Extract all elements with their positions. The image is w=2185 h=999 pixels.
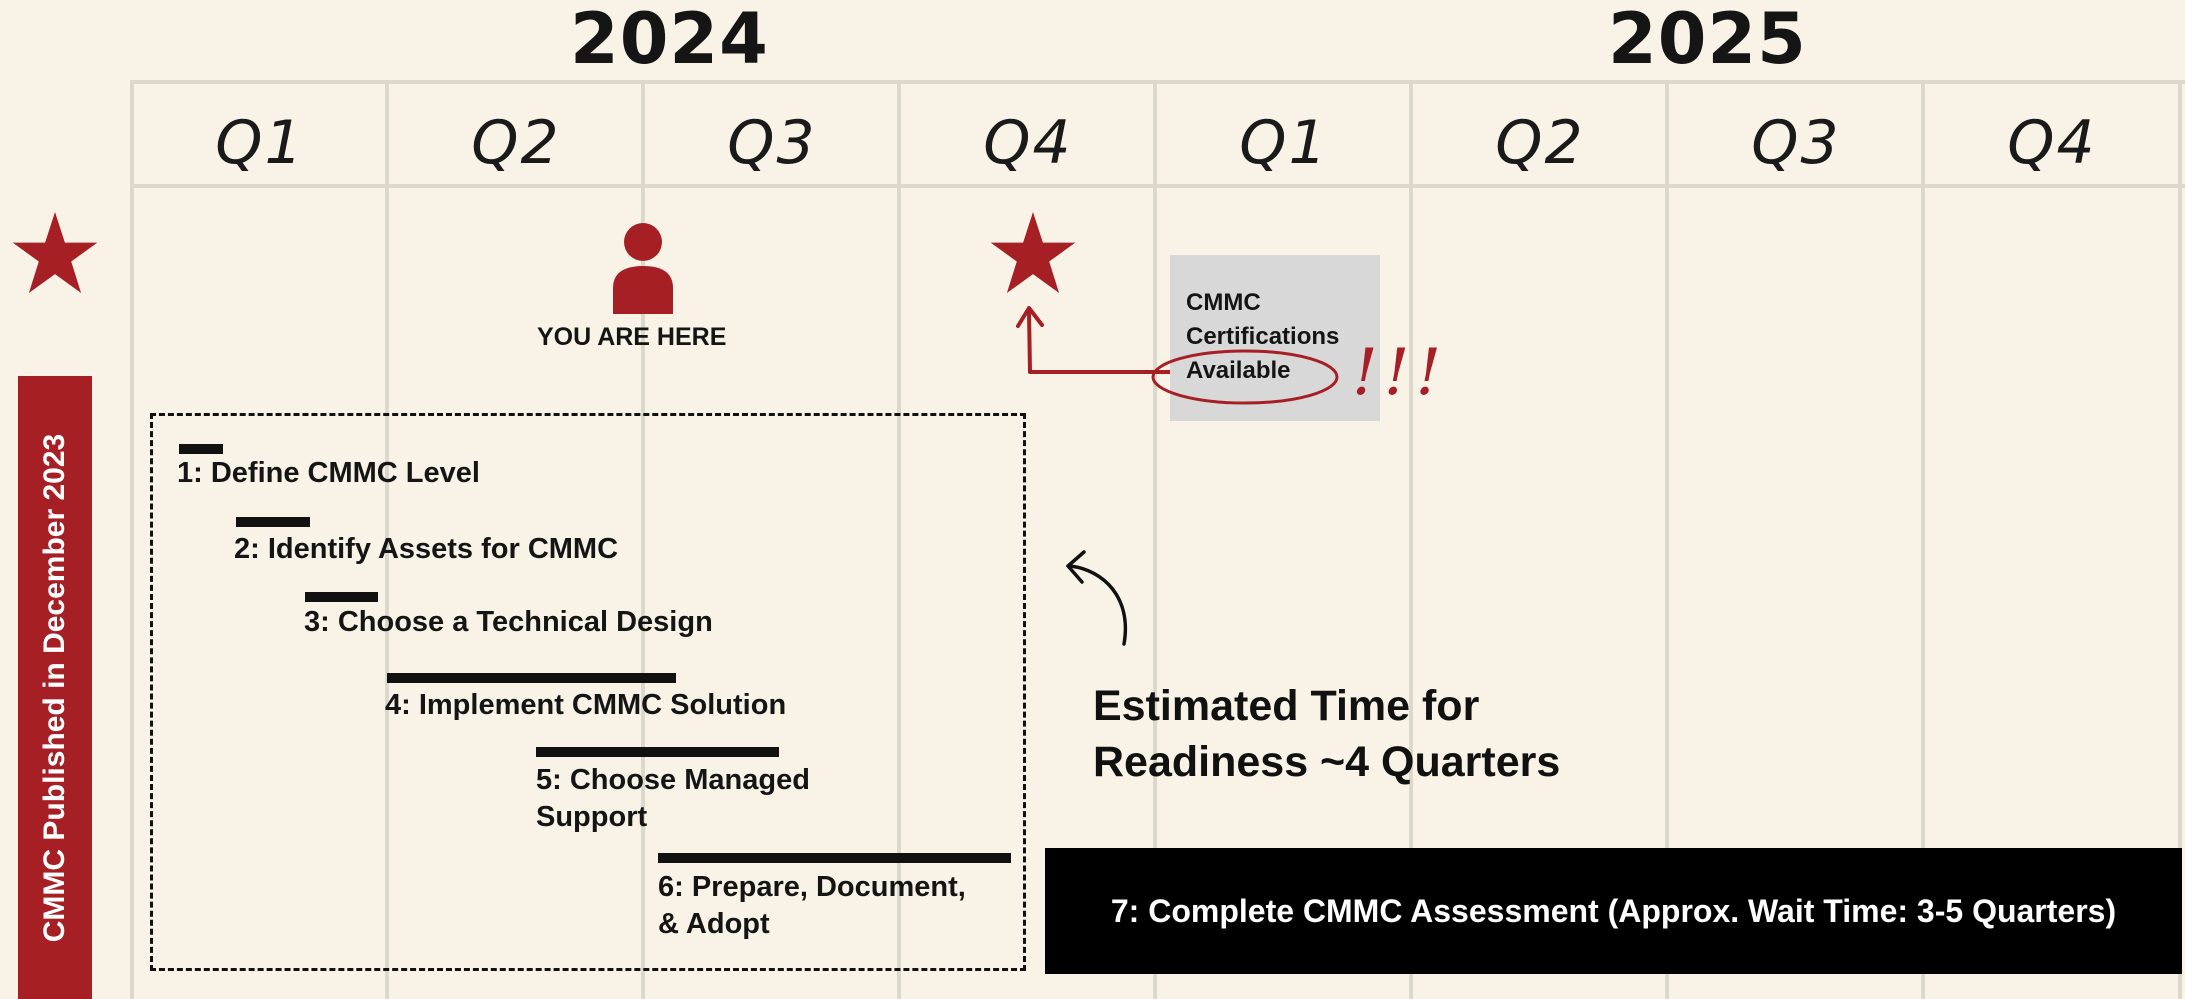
task-bar-1 [179,444,223,454]
estimate-line-1: Estimated Time for [1093,682,1480,730]
task-bar-6 [658,853,1011,863]
assessment-label: 7: Complete CMMC Assessment (Approx. Wai… [1110,892,2117,929]
certification-box [1170,255,1380,421]
task-5-label: 5: Choose Managed Support [536,762,810,836]
side-banner-label: CMMC Published in December 2023 [38,433,71,943]
task-5-line-1: 5: Choose Managed [536,764,810,796]
year-2024: 2024 [570,0,769,80]
side-banner [18,376,92,999]
curved-arrow-icon [1066,550,1128,646]
quarter-label-2024-q2: Q2 [471,108,561,178]
task-bar-4 [387,673,676,683]
task-1-label: 1: Define CMMC Level [177,457,480,489]
task-6-label: 6: Prepare, Document, & Adopt [658,869,966,943]
certification-text: CMMC Certifications Available [1186,286,1339,388]
certification-line-1: CMMC [1186,289,1261,316]
readiness-box [150,413,1026,971]
task-bar-5 [536,747,779,757]
quarter-label-2025-q3: Q3 [1751,108,1841,178]
quarter-label-2025-q4: Q4 [2007,108,2097,178]
task-6-line-2: & Adopt [658,908,770,940]
certification-line-2: Certifications [1186,323,1340,350]
star-icon [990,212,1076,294]
quarter-label-2025-q2: Q2 [1495,108,1585,178]
star-icon [12,212,98,294]
you-are-here-label: YOU ARE HERE [537,323,727,351]
year-2025: 2025 [1608,0,1807,80]
task-bar-3 [305,592,378,602]
quarter-label-2025-q1: Q1 [1239,108,1329,178]
assessment-bar: 7: Complete CMMC Assessment (Approx. Wai… [1045,848,2182,974]
exclamation-marks: !!! [1352,336,1448,410]
arrow-up-icon [1016,306,1172,374]
circle-highlight [1151,349,1339,405]
estimate-line-2: Readiness ~4 Quarters [1093,738,1561,786]
task-5-line-2: Support [536,801,648,833]
quarter-label-2024-q1: Q1 [215,108,305,178]
quarter-label-2024-q3: Q3 [727,108,817,178]
certification-line-3: Available [1186,357,1291,384]
task-2-label: 2: Identify Assets for CMMC [234,533,619,565]
task-4-label: 4: Implement CMMC Solution [385,689,787,721]
person-icon [613,223,673,314]
task-6-line-1: 6: Prepare, Document, [658,871,966,903]
estimate-text: Estimated Time for Readiness ~4 Quarters [1093,678,1560,790]
quarter-label-2024-q4: Q4 [983,108,1073,178]
task-3-label: 3: Choose a Technical Design [304,606,713,638]
task-bar-2 [236,517,310,527]
